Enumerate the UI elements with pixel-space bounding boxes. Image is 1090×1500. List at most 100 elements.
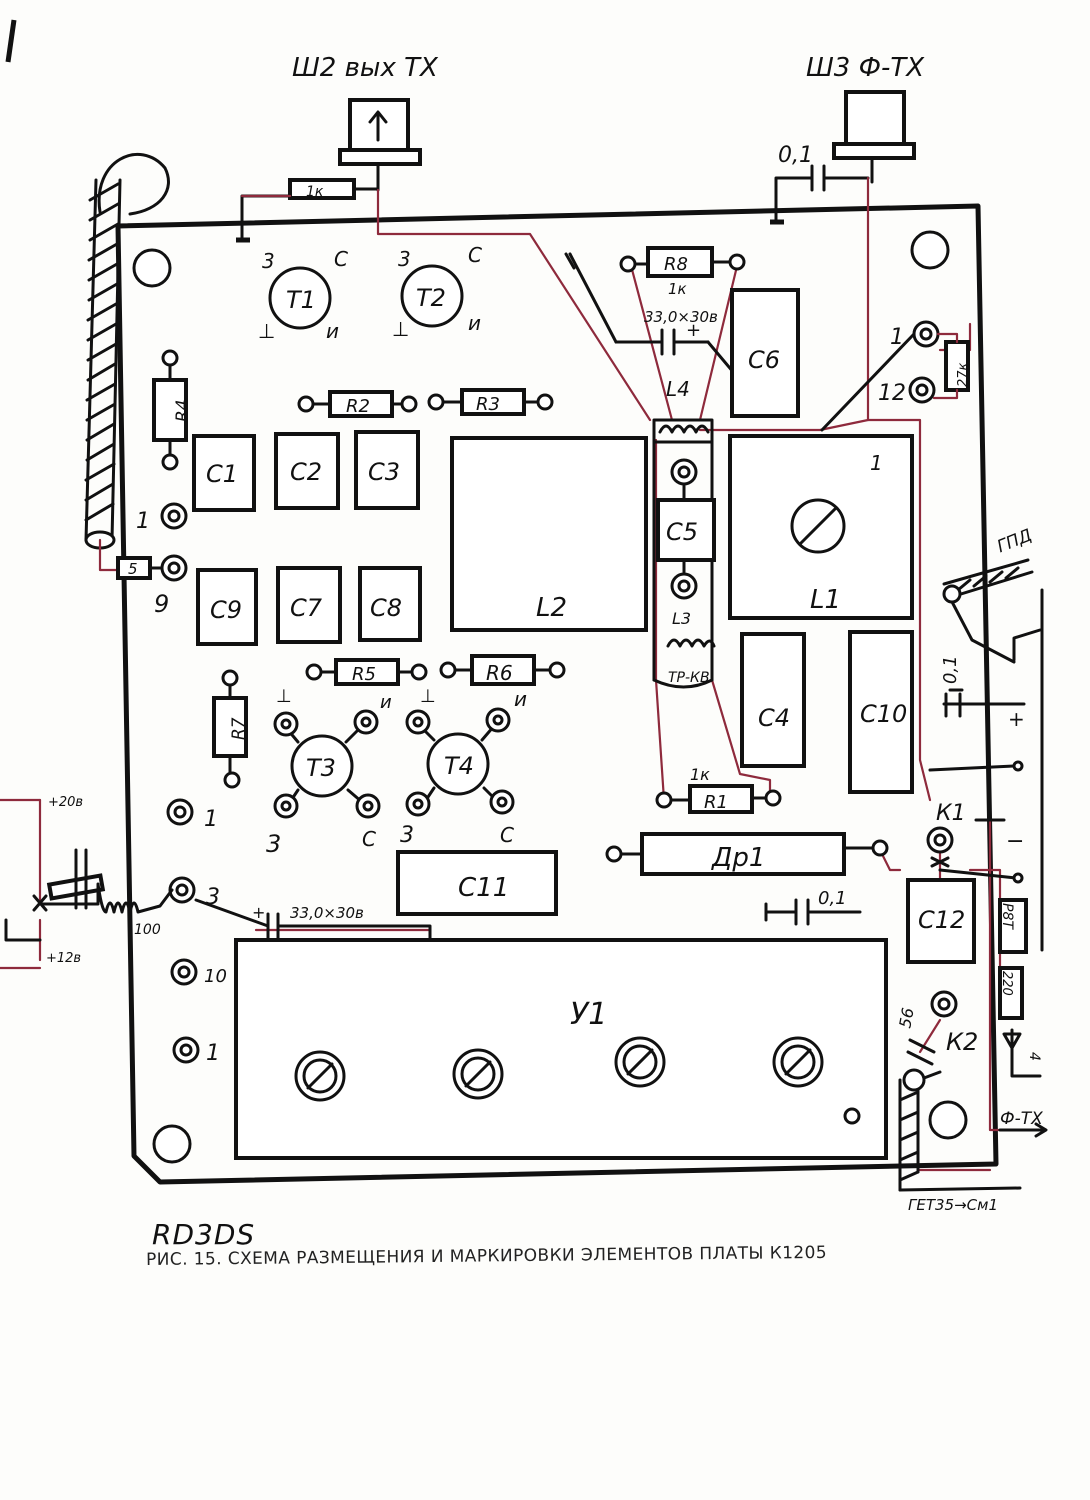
module-u1-label: У1 [570,997,607,1032]
connector-sh3-label: Ш3 Ф-ТХ [806,53,925,83]
connector-sh2-label: Ш2 вых ТХ [292,53,439,83]
capacitor-330-bottom-label: 33,0×30в [290,904,364,922]
capacitor-c4: С4 [740,632,806,768]
capacitor-01-mid-label: 0,1 [818,888,847,909]
inductor-l2: L2 [450,436,648,632]
get35-label: ГЕТ35→См1 [908,1196,998,1214]
capacitor-c2-label: С2 [290,458,322,486]
transistor-t2-label: Т2 [416,284,446,312]
transistor-t3-label: Т3 [306,754,336,782]
transistor-t1-label: Т1 [286,286,316,314]
connector-sh3 [832,90,916,184]
resistor-r6-label: R6 [486,661,513,685]
resistor-r1-label: R1 [704,792,728,813]
relay-k2-label: К2 [946,1028,978,1056]
capacitor-c12-label: С12 [918,906,965,934]
inductor-dr1: Др1 [605,832,889,876]
pin-label: С [362,827,376,851]
resistor-5-label: 5 [128,560,138,578]
capacitor-c4-label: С4 [758,704,790,732]
capacitor-01-top: 0,1 [770,143,870,225]
transistor-t4: Т4 ⊥ и 3 С [400,686,527,848]
pin-label: и [326,319,339,343]
plus-label: + [1008,707,1025,731]
capacitor-01-right-label: 0,1 [940,655,961,684]
pin-label: ⊥ [420,686,436,707]
resistor-r7-label: R7 [229,717,249,740]
pin-label: 3 [266,830,281,858]
capacitor-c1: С1 [192,434,256,512]
capacitor-330-top-label: 33,0×30в [644,308,718,326]
diode-4-label: 4 [1026,1052,1042,1061]
resistor-r8-label: R8 [664,254,688,275]
capacitor-c5: С5 [656,458,716,600]
pin-label: С [334,247,348,271]
pin-label: 12 [878,381,906,406]
relay-r8t: Р8Т 220 4 [998,898,1042,1078]
resistor-r2-label: R2 [346,396,370,417]
transistor-t2: Т2 3 С ⊥ и [392,243,482,341]
pin-label: и [380,692,392,713]
resistor-r3-label: R3 [476,394,500,415]
resistor-r8: R8 1к [619,246,746,298]
pin-label: ⊥ [258,319,275,343]
coil-100-label: 100 [134,922,161,938]
pin-label: 1 [136,509,150,534]
plus12-label: +12в [46,951,81,966]
capacitor-c10-label: С10 [860,700,907,728]
r8t-label: Р8Т [999,903,1015,930]
phi-tx-label: Ф-ТХ [1000,1109,1043,1129]
pin-label: 9 [154,590,169,618]
relay-k1-label: К1 [936,801,966,826]
pin-label: 1 [204,807,218,832]
capacitor-c6: С6 [730,288,800,418]
pads-left-upper: 1 9 5 [116,502,188,618]
resistor-r3: R3 [427,388,554,416]
resistor-27k-label: 27к [956,362,971,387]
pin-label: 1 [890,325,904,350]
resistor-r8-value: 1к [668,280,687,298]
resistor-r6: R6 [439,654,566,686]
plus-label: + [686,320,701,341]
coax-cable [84,152,170,550]
capacitor-c8-label: С8 [370,594,402,622]
resistor-220-label: 220 [999,971,1014,996]
pin-label: ⊥ [392,317,409,341]
inductor-l4-label: L4 [666,377,690,401]
capacitor-c3: С3 [354,430,420,510]
inductor-dr1-label: Др1 [711,843,765,873]
resistor-r5: R5 [305,658,428,686]
capacitor-c11-label: С11 [458,873,509,903]
inductor-l3-label: L3 [672,609,691,628]
capacitor-c8: С8 [358,566,422,642]
inductor-l1-label: L1 [810,585,841,615]
resistor-1k-top: 1к [236,178,380,243]
resistor-r1-value: 1к [690,765,710,784]
pin-label: С [500,823,514,847]
capacitor-01-mid: 0,1 [764,888,862,926]
capacitor-c9: С9 [196,568,258,646]
tr-kv-label: ТР-КВ [668,670,710,686]
capacitor-c1-label: С1 [206,460,238,488]
capacitor-c3-label: С3 [368,458,400,486]
capacitor-01-right: 0,1 + [940,655,1026,731]
plus-label: + [252,903,265,922]
resistor-r5-label: R5 [352,664,376,685]
capacitor-c2: С2 [274,432,340,510]
relay-k1: − К1 [926,760,1024,884]
pads-right-top: 1 12 27к [820,320,971,432]
power-input: +20в +12в 100 [4,795,174,966]
pin-label: 3 [262,249,275,273]
capacitor-c7: С7 [276,566,342,644]
resistor-r1: 1к R1 [655,765,782,814]
resistor-1k-top-label: 1к [306,184,324,200]
capacitor-c10: С10 [848,630,914,794]
capacitor-330-top: 33,0×30в + [564,252,762,406]
relay-k2: К2 56 [895,990,978,1092]
signature: RD3DS [152,1218,256,1251]
minus-label: − [1006,829,1024,854]
capacitor-c6-label: С6 [748,346,780,374]
mount-hole [132,248,172,288]
connector-sh2 [338,98,422,192]
